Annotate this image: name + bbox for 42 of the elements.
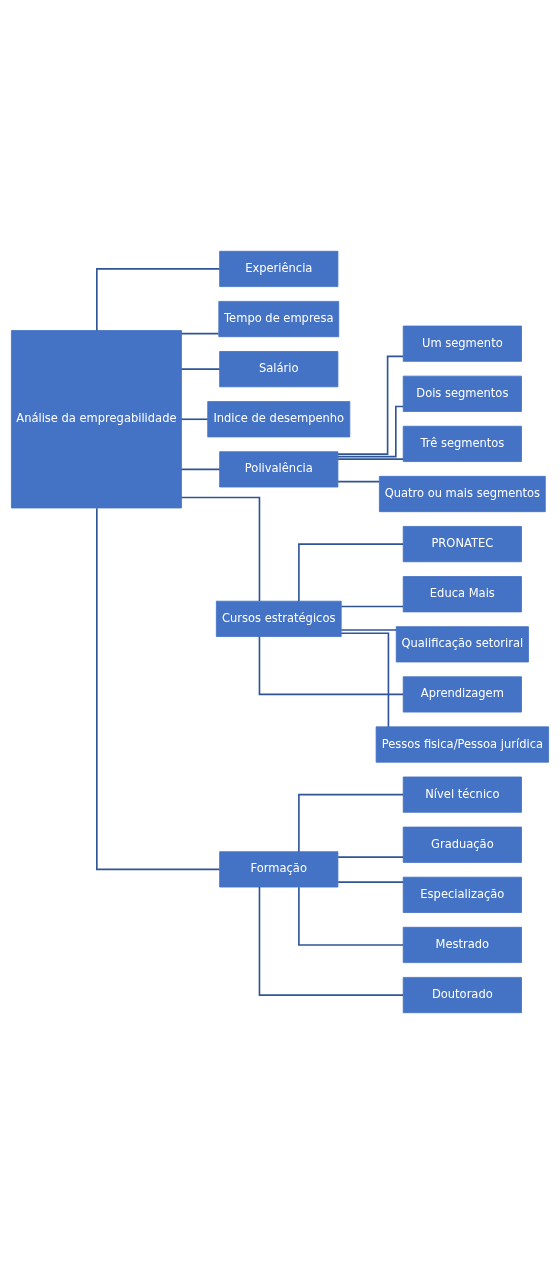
- node-box: Polivalência: [219, 451, 339, 488]
- node-box: Pessos fisica/Pessoa jurídica: [375, 726, 549, 763]
- connector: [337, 405, 404, 458]
- connector: [340, 632, 390, 728]
- connector: [96, 507, 221, 871]
- connector: [298, 793, 404, 853]
- connector: [337, 856, 404, 858]
- node-box: Cursos estratégicos: [215, 600, 342, 637]
- connector: [298, 543, 404, 602]
- node-box: Graduação: [402, 826, 522, 863]
- node-box: Qualificação setoriral: [395, 626, 529, 663]
- node-box: Dois segmentos: [402, 375, 522, 412]
- connector: [337, 881, 404, 883]
- node-box: Experiência: [219, 250, 339, 288]
- connector: [337, 458, 404, 460]
- connector: [180, 496, 261, 602]
- node-box: Educa Mais: [402, 576, 522, 613]
- node-box: Quatro ou mais segmentos: [378, 475, 546, 513]
- node-box: Tempo de empresa: [218, 300, 340, 338]
- connector: [258, 635, 404, 696]
- node-box: Formação: [219, 851, 339, 888]
- connector: [340, 629, 398, 631]
- node-box: Trê segmentos: [402, 425, 522, 462]
- connector: [180, 368, 221, 370]
- connector: [258, 886, 404, 996]
- connector: [96, 268, 221, 332]
- connector: [180, 332, 220, 335]
- connector: [180, 418, 209, 421]
- node-box: Análise da empregabilidade: [11, 330, 182, 509]
- connector: [340, 605, 404, 608]
- connector: [180, 468, 221, 471]
- node-box: Mestrado: [402, 926, 522, 963]
- node-box: Nível técnico: [402, 776, 522, 813]
- node-box: Aprendizagem: [402, 676, 522, 713]
- node-box: Indice de desempenho: [207, 401, 351, 438]
- node-box: Salário: [219, 351, 339, 388]
- connector: [337, 480, 380, 483]
- node-box: Especialização: [402, 876, 522, 913]
- connector: [298, 886, 404, 946]
- node-box: Um segmento: [402, 325, 522, 362]
- node-box: Doutorado: [402, 977, 522, 1014]
- node-box: PRONATEC: [402, 526, 522, 563]
